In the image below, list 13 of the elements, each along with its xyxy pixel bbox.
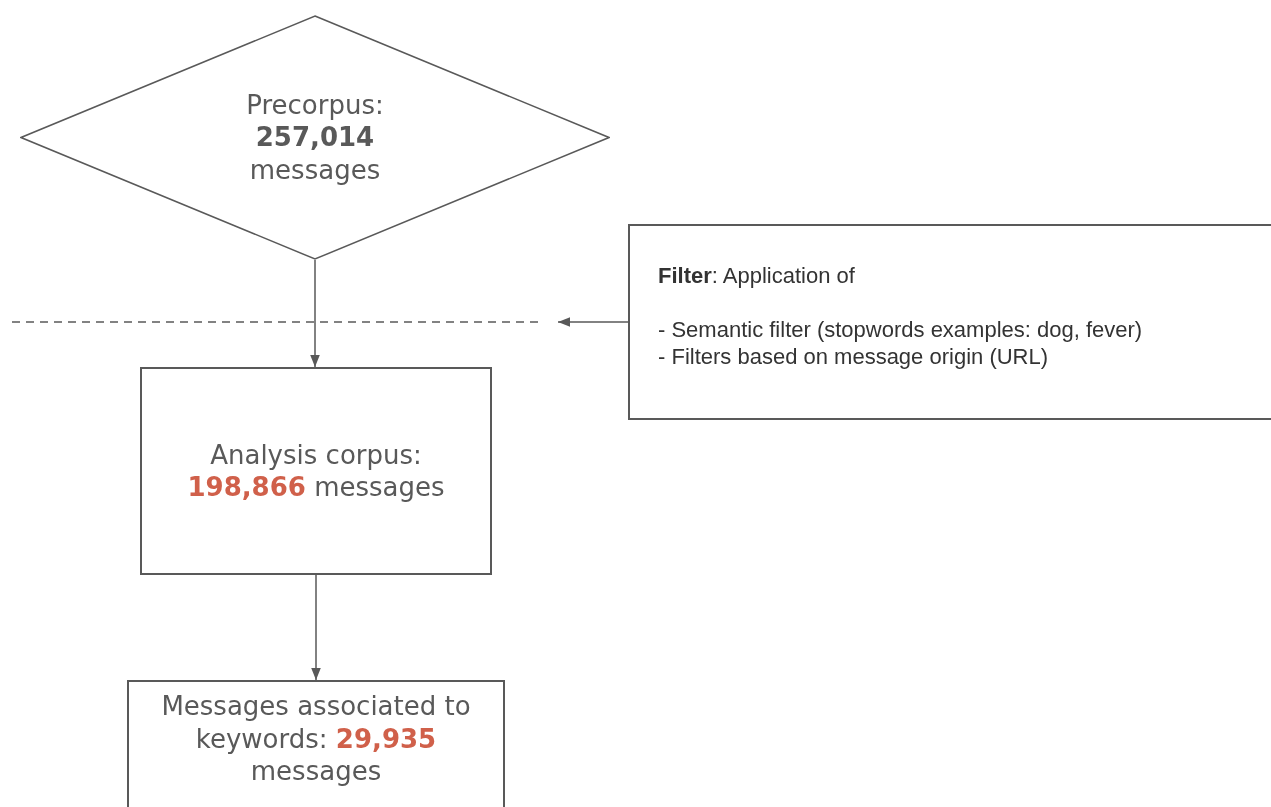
decision-diamond: [20, 15, 610, 260]
process-box: [140, 367, 492, 575]
note-item: - Semantic filter (stopwords examples: dog, fever): [658, 315, 1143, 343]
arrow: [557, 317, 629, 327]
node-label: Messages associated to keywords: 29,935 messages: [160, 690, 472, 788]
process-box: [127, 680, 505, 807]
node-label: Analysis corpus: 198,866 messages: [186, 438, 446, 504]
arrow: [311, 574, 321, 681]
note-box: [628, 224, 1271, 420]
note-item: - Filters based on message origin (URL): [658, 343, 1049, 371]
node-label: Precorpus: 257,014 messages: [245, 88, 385, 187]
arrow: [310, 259, 320, 368]
note-heading: Filter: Application of: [658, 262, 855, 290]
